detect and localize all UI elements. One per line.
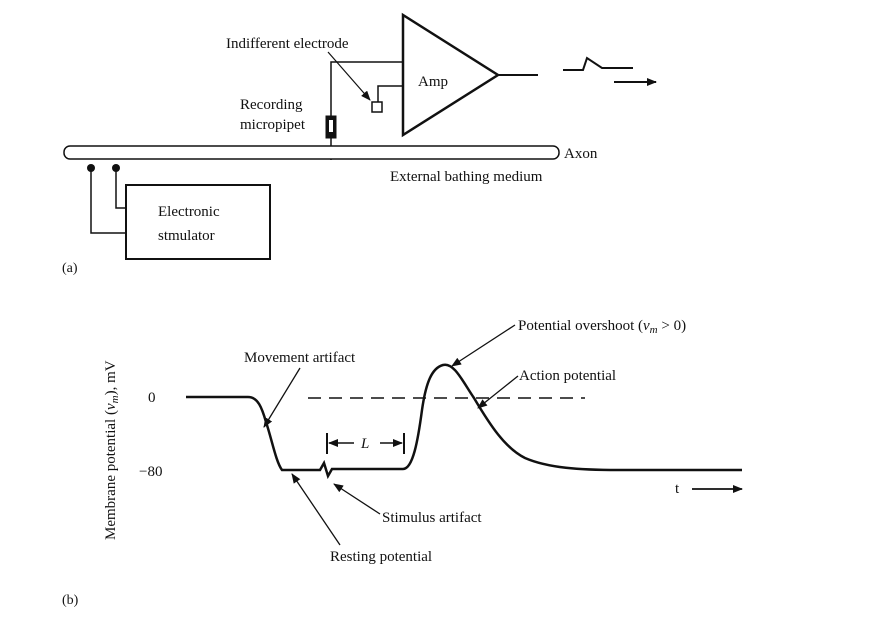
axon-bar	[63, 145, 560, 160]
movement-artifact-leader	[263, 367, 301, 428]
recording-label-line1: Recording	[240, 97, 303, 113]
time-label: t	[675, 481, 680, 497]
movement-artifact-label: Movement artifact	[244, 350, 356, 366]
membrane-potential-trace	[186, 363, 742, 480]
panel-b-label: (b)	[62, 593, 79, 608]
amplifier-triangle	[401, 12, 501, 138]
resting-potential-label: Resting potential	[330, 549, 432, 565]
recording-wire	[330, 61, 403, 116]
y-tick-0: 0	[148, 390, 156, 406]
output-spike-waveform	[563, 56, 633, 71]
stimulus-artifact-label: Stimulus artifact	[382, 510, 482, 526]
action-potential-label: Action potential	[519, 368, 616, 384]
y-tick-neg80: −80	[139, 464, 162, 480]
indifferent-electrode-label: Indifferent electrode	[226, 36, 349, 52]
potential-overshoot-leader	[451, 324, 516, 367]
y-axis-label: Membrane potential (vm), mV	[103, 360, 121, 540]
axon-label: Axon	[564, 146, 598, 162]
recording-label-line2: micropipet	[240, 117, 306, 133]
action-potential-leader	[477, 375, 519, 409]
stim-wire-1	[90, 168, 126, 234]
stimulator-label-line1: Electronic	[158, 204, 220, 220]
bathing-medium-label: External bathing medium	[390, 169, 543, 185]
indifferent-leader	[327, 51, 371, 101]
panel-b: Membrane potential (vm), mV 0 −80 L t Mo…	[62, 318, 743, 608]
stim-wire-2	[115, 168, 126, 209]
indifferent-electrode-square	[371, 101, 383, 113]
stimulator-box	[125, 184, 271, 260]
potential-overshoot-label: Potential overshoot (vm > 0)	[518, 318, 686, 336]
latency-label: L	[360, 436, 369, 452]
amp-label: Amp	[418, 74, 448, 90]
resting-potential-leader	[291, 473, 341, 546]
panel-a: Amp Indifferent electrode Recording micr…	[62, 12, 657, 276]
indifferent-wire	[377, 85, 403, 102]
panel-a-label: (a)	[62, 261, 78, 276]
stimulus-artifact-leader	[333, 483, 381, 515]
micropipet-window	[329, 120, 333, 132]
stimulator-label-line2: stmulator	[158, 228, 215, 244]
